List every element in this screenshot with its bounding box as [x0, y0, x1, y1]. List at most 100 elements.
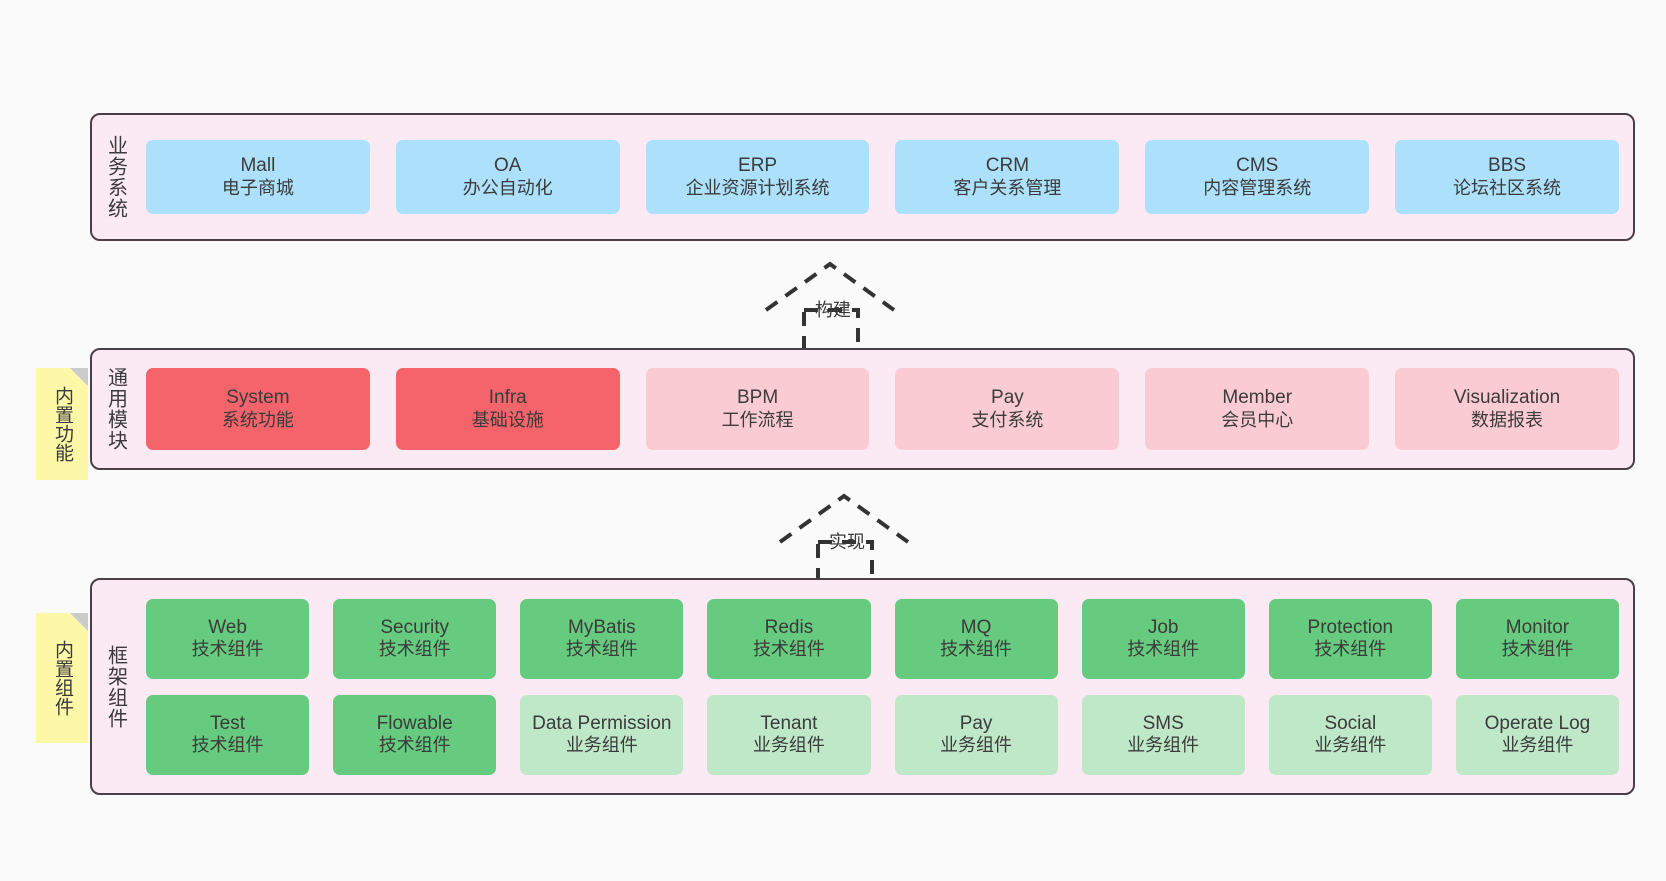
node-subtitle: 技术组件 [1314, 639, 1387, 660]
folded-corner-icon [70, 613, 88, 631]
node-mq[interactable]: MQ 技术组件 [894, 598, 1058, 679]
node-infra[interactable]: Infra 基础设施 [395, 368, 620, 450]
node-title: System [226, 387, 290, 409]
node-subtitle: 企业资源计划系统 [685, 177, 830, 198]
node-subtitle: 技术组件 [1127, 639, 1200, 660]
node-title: Data Permission [532, 712, 672, 734]
node-title: Redis [764, 616, 814, 638]
node-mybatis[interactable]: MyBatis 技术组件 [520, 598, 684, 679]
node-social[interactable]: Social 业务组件 [1268, 694, 1432, 775]
layer-body-module: System 系统功能 Infra 基础设施 BPM 工作流程 Pay 支付系统… [138, 350, 1633, 468]
node-redis[interactable]: Redis 技术组件 [707, 598, 871, 679]
node-cms[interactable]: CMS 内容管理系统 [1145, 140, 1370, 214]
layer-body-framework: Web 技术组件 Security 技术组件 MyBatis 技术组件 Redi… [138, 580, 1633, 793]
node-erp[interactable]: ERP 企业资源计划系统 [645, 140, 870, 214]
node-subtitle: 技术组件 [378, 735, 451, 756]
node-title: Web [208, 616, 247, 638]
node-subtitle: 办公自动化 [462, 177, 553, 198]
node-title: BBS [1488, 155, 1527, 177]
node-title: BPM [736, 387, 779, 409]
node-subtitle: 电子商城 [221, 177, 294, 198]
node-title: CMS [1236, 155, 1279, 177]
node-subtitle: 业务组件 [752, 735, 825, 756]
node-subtitle: 技术组件 [191, 639, 264, 660]
node-member[interactable]: Member 会员中心 [1145, 368, 1370, 450]
node-subtitle: 技术组件 [378, 639, 451, 660]
node-title: Pay [959, 712, 993, 734]
node-test[interactable]: Test 技术组件 [146, 694, 310, 775]
node-subtitle: 基础设施 [471, 409, 544, 430]
node-subtitle: 业务组件 [1127, 735, 1200, 756]
node-subtitle: 工作流程 [721, 409, 794, 430]
note-builtin-features: 内置功能 [36, 368, 88, 480]
layer-module: 通用模块 System 系统功能 Infra 基础设施 BPM 工作流程 Pay… [90, 348, 1635, 470]
node-subtitle: 技术组件 [565, 639, 638, 660]
node-crm[interactable]: CRM 客户关系管理 [895, 140, 1120, 214]
node-row: Mall 电子商城 OA 办公自动化 ERP 企业资源计划系统 CRM 客户关系… [146, 140, 1619, 214]
node-bbs[interactable]: BBS 论坛社区系统 [1395, 140, 1619, 214]
node-pay[interactable]: Pay 支付系统 [895, 368, 1120, 450]
node-subtitle: 业务组件 [565, 735, 638, 756]
layer-business: 业务系统 Mall 电子商城 OA 办公自动化 ERP 企业资源计划系统 CRM… [90, 113, 1635, 241]
node-title: Job [1147, 616, 1179, 638]
node-title: Flowable [376, 712, 453, 734]
node-title: SMS [1142, 712, 1184, 734]
node-title: Protection [1307, 616, 1394, 638]
node-subtitle: 会员中心 [1221, 409, 1294, 430]
layer-title-framework: 框架组件 [104, 644, 127, 729]
node-title: Mall [240, 155, 276, 177]
node-security[interactable]: Security 技术组件 [333, 598, 497, 679]
node-data-permission[interactable]: Data Permission 业务组件 [520, 694, 684, 775]
layer-body-business: Mall 电子商城 OA 办公自动化 ERP 企业资源计划系统 CRM 客户关系… [138, 115, 1633, 239]
layer-title-business: 业务系统 [104, 135, 127, 219]
node-flowable[interactable]: Flowable 技术组件 [333, 694, 497, 775]
node-subtitle: 系统功能 [221, 409, 294, 430]
node-pay-component[interactable]: Pay 业务组件 [894, 694, 1058, 775]
node-title: CRM [985, 155, 1030, 177]
node-title: Operate Log [1484, 712, 1591, 734]
node-row: Test 技术组件 Flowable 技术组件 Data Permission … [146, 694, 1619, 775]
node-web[interactable]: Web 技术组件 [146, 598, 310, 679]
node-monitor[interactable]: Monitor 技术组件 [1455, 598, 1619, 679]
node-subtitle: 技术组件 [752, 639, 825, 660]
connector-build-label: 构建 [815, 300, 851, 320]
node-protection[interactable]: Protection 技术组件 [1268, 598, 1432, 679]
note-label: 内置功能 [52, 386, 74, 462]
node-sms[interactable]: SMS 业务组件 [1081, 694, 1245, 775]
node-title: MyBatis [568, 616, 636, 638]
node-mall[interactable]: Mall 电子商城 [146, 140, 370, 214]
node-title: Test [210, 712, 245, 734]
node-title: Infra [488, 387, 527, 409]
connector-build: 构建 [758, 258, 938, 352]
node-bpm[interactable]: BPM 工作流程 [645, 368, 870, 450]
node-operate-log[interactable]: Operate Log 业务组件 [1455, 694, 1619, 775]
node-subtitle: 业务组件 [940, 735, 1013, 756]
connector-implement: 实现 [772, 490, 952, 584]
node-subtitle: 技术组件 [191, 735, 264, 756]
node-subtitle: 内容管理系统 [1203, 177, 1312, 198]
node-subtitle: 客户关系管理 [953, 177, 1062, 198]
note-builtin-components: 内置组件 [36, 613, 88, 743]
node-subtitle: 业务组件 [1501, 735, 1574, 756]
layer-title-module: 通用模块 [104, 367, 127, 451]
connector-implement-label: 实现 [829, 532, 865, 552]
node-system[interactable]: System 系统功能 [146, 368, 370, 450]
node-subtitle: 数据报表 [1471, 409, 1544, 430]
node-title: Tenant [760, 712, 818, 734]
node-tenant[interactable]: Tenant 业务组件 [707, 694, 871, 775]
node-title: Pay [991, 387, 1024, 409]
node-subtitle: 技术组件 [1501, 639, 1574, 660]
node-title: Visualization [1453, 387, 1561, 409]
node-title: Social [1324, 712, 1377, 734]
node-subtitle: 论坛社区系统 [1453, 177, 1562, 198]
folded-corner-icon [70, 368, 88, 386]
node-subtitle: 业务组件 [1314, 735, 1387, 756]
node-job[interactable]: Job 技术组件 [1081, 598, 1245, 679]
note-label: 内置组件 [52, 640, 74, 716]
node-visualization[interactable]: Visualization 数据报表 [1395, 368, 1619, 450]
node-title: Member [1222, 387, 1293, 409]
node-row: Web 技术组件 Security 技术组件 MyBatis 技术组件 Redi… [146, 598, 1619, 679]
node-oa[interactable]: OA 办公自动化 [395, 140, 620, 214]
node-title: MQ [960, 616, 992, 638]
node-title: Security [380, 616, 449, 638]
